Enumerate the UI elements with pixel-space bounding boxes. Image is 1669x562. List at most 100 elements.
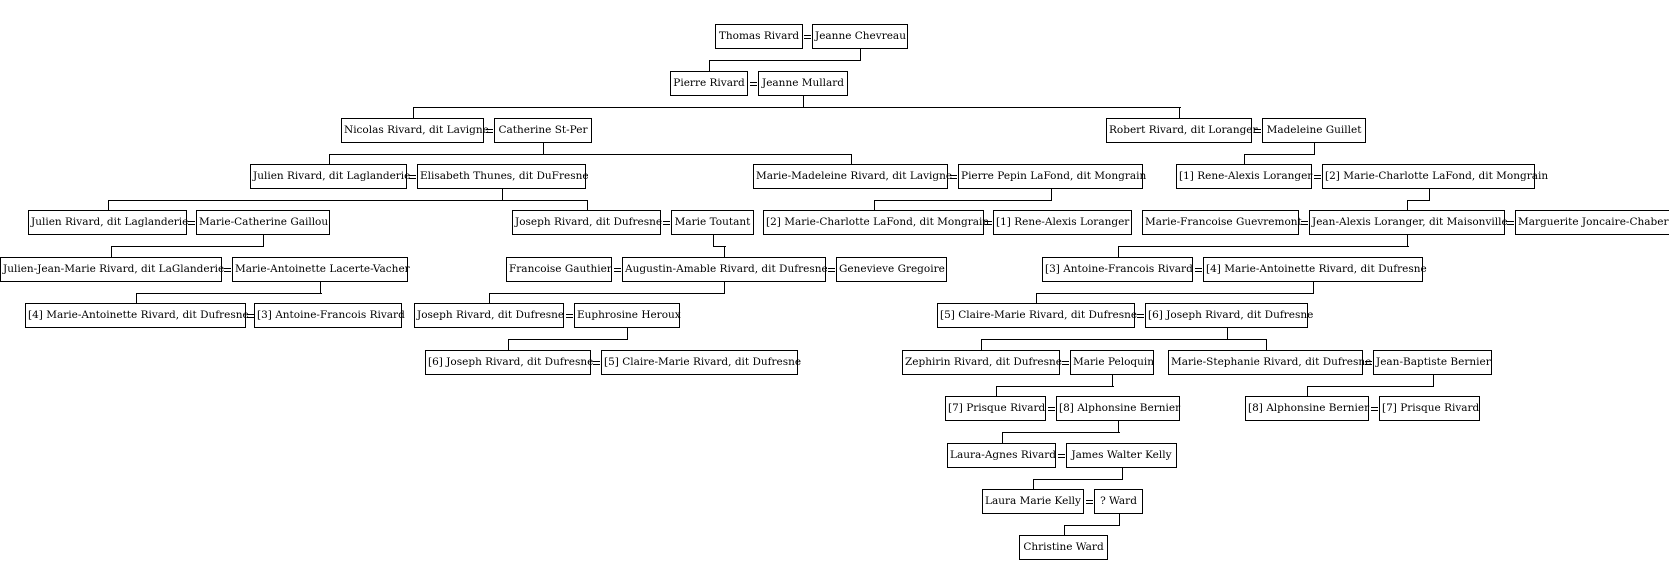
marriage-connector xyxy=(1058,454,1065,458)
person-box: [8] Alphonsine Bernier xyxy=(1056,396,1180,421)
person-box: Marie-Madeleine Rivard, dit Lavigne xyxy=(753,164,952,189)
marriage-connector xyxy=(804,35,811,39)
person-box: James Walter Kelly xyxy=(1066,443,1177,468)
connector-line xyxy=(1307,386,1434,387)
connector-line xyxy=(1002,432,1120,433)
marriage-connector xyxy=(663,221,670,225)
marriage-connector xyxy=(1048,407,1055,411)
person-box: [3] Antoine-Francois Rivard xyxy=(254,303,405,328)
connector-line xyxy=(1314,143,1315,154)
connector-line xyxy=(1118,246,1119,257)
person-box: Marie-Stephanie Rivard, dit Dufresne xyxy=(1168,350,1371,375)
person-box: Joseph Rivard, dit Dufresne xyxy=(414,303,564,328)
marriage-connector xyxy=(224,268,231,272)
marriage-connector xyxy=(593,361,600,365)
connector-line xyxy=(489,293,725,294)
connector-line xyxy=(627,328,628,339)
person-box: [4] Marie-Antoinette Rivard, dit Dufresn… xyxy=(25,303,249,328)
person-box: Marie-Catherine Gaillou xyxy=(196,210,330,235)
person-box: [1] Rene-Alexis Loranger xyxy=(993,210,1132,235)
marriage-connector xyxy=(566,314,573,318)
marriage-connector xyxy=(1086,500,1093,504)
person-box: Marie-Francoise Guevremont xyxy=(1142,210,1302,235)
marriage-connector xyxy=(614,268,621,272)
person-box: [7] Prisque Rivard xyxy=(945,396,1046,421)
connector-line xyxy=(981,339,982,350)
marriage-connector xyxy=(1365,361,1372,365)
marriage-connector xyxy=(486,129,493,133)
connector-line xyxy=(502,189,503,200)
marriage-connector xyxy=(409,175,416,179)
person-box: Julien Rivard, dit Laglanderie xyxy=(250,164,410,189)
connector-line xyxy=(111,246,112,257)
person-box: Marie-Antoinette Lacerte-Vacher xyxy=(232,257,410,282)
marriage-connector xyxy=(828,268,835,272)
person-box: [5] Claire-Marie Rivard, dit Dufresne xyxy=(601,350,801,375)
connector-line xyxy=(709,60,710,71)
person-box: Jean-Baptiste Bernier xyxy=(1373,350,1492,375)
connector-line xyxy=(1064,525,1120,526)
person-box: Pierre Pepin LaFond, dit Mongrain xyxy=(958,164,1146,189)
person-box: Laura Marie Kelly xyxy=(982,489,1084,514)
connector-line xyxy=(136,293,322,294)
connector-line xyxy=(709,60,861,61)
person-box: Francoise Gauthier xyxy=(506,257,612,282)
connector-line xyxy=(996,386,1114,387)
marriage-connector xyxy=(950,175,957,179)
connector-line xyxy=(713,246,726,247)
marriage-connector xyxy=(1371,407,1378,411)
person-box: Marie Toutant xyxy=(671,210,754,235)
connector-line xyxy=(981,339,1267,340)
person-box: Julien Rivard, dit Laglanderie xyxy=(28,210,188,235)
person-box: Catherine St-Per xyxy=(494,118,592,143)
person-box: Robert Rivard, dit Loranger xyxy=(1106,118,1258,143)
person-box: Augustin-Amable Rivard, dit Dufresne xyxy=(622,257,828,282)
connector-line xyxy=(1407,200,1408,211)
person-box: [7] Prisque Rivard xyxy=(1379,396,1480,421)
connector-line xyxy=(1112,375,1113,386)
marriage-connector xyxy=(1062,361,1069,365)
connector-line xyxy=(1407,200,1430,201)
connector-line xyxy=(1033,479,1123,480)
connector-line xyxy=(1227,328,1228,339)
marriage-connector xyxy=(1301,221,1308,225)
connector-line xyxy=(1122,468,1123,479)
connector-line xyxy=(329,154,852,155)
marriage-connector xyxy=(1254,129,1261,133)
person-box: [2] Marie-Charlotte LaFond, dit Mongrain xyxy=(763,210,989,235)
person-box: ? Ward xyxy=(1094,489,1143,514)
connector-line xyxy=(136,293,137,304)
person-box: Laura-Agnes Rivard xyxy=(947,443,1056,468)
person-box: Jean-Alexis Loranger, dit Maisonville xyxy=(1309,210,1508,235)
person-box: [5] Claire-Marie Rivard, dit Dufresne xyxy=(937,303,1137,328)
connector-line xyxy=(851,154,852,165)
person-box: Marie Peloquin xyxy=(1070,350,1154,375)
person-box: Christine Ward xyxy=(1019,535,1108,560)
person-box: Jeanne Mullard xyxy=(758,71,848,96)
connector-line xyxy=(108,200,109,211)
connector-line xyxy=(508,339,628,340)
connector-line xyxy=(111,246,264,247)
connector-line xyxy=(320,282,321,293)
connector-line xyxy=(587,200,588,211)
connector-line xyxy=(1307,386,1308,397)
marriage-connector xyxy=(1195,268,1202,272)
connector-line xyxy=(1407,235,1408,246)
person-box: Madeleine Guillet xyxy=(1262,118,1366,143)
marriage-connector xyxy=(247,314,254,318)
connector-line xyxy=(263,235,264,246)
connector-line xyxy=(1064,525,1065,536)
person-box: Jeanne Chevreau xyxy=(812,24,908,49)
connector-line xyxy=(803,96,804,107)
connector-line xyxy=(413,107,414,118)
marriage-connector xyxy=(985,221,992,225)
person-box: [1] Rene-Alexis Loranger xyxy=(1176,164,1312,189)
person-box: [2] Marie-Charlotte LaFond, dit Mongrain xyxy=(1322,164,1548,189)
marriage-connector xyxy=(1314,175,1321,179)
connector-line xyxy=(860,49,861,60)
connector-line xyxy=(329,154,330,165)
connector-line xyxy=(1244,154,1315,155)
connector-line xyxy=(713,235,714,246)
connector-line xyxy=(1433,375,1434,386)
